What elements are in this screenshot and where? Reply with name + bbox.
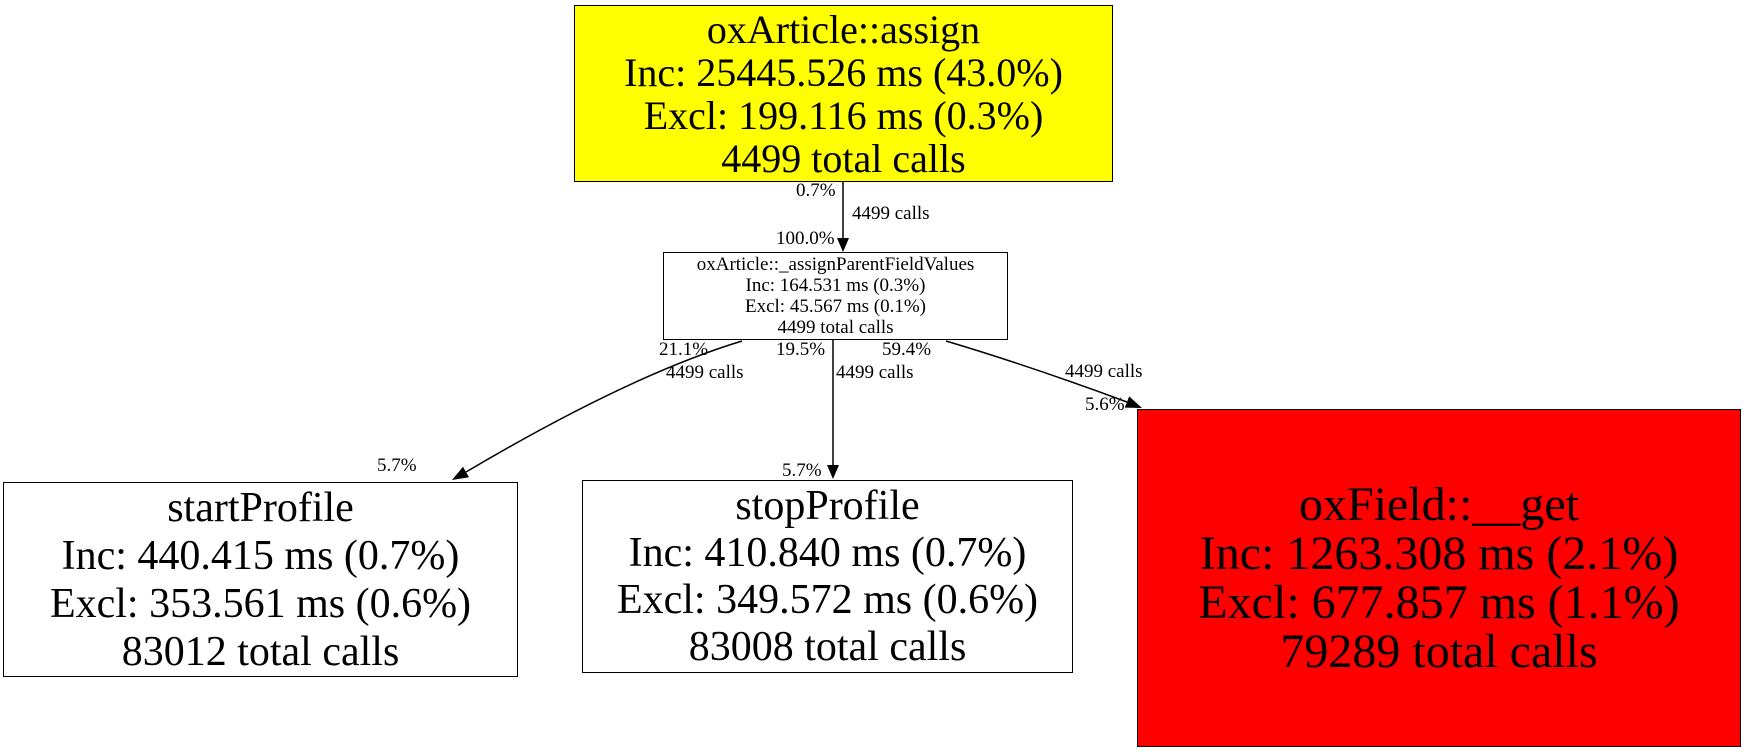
node-title: oxArticle::assign xyxy=(706,6,981,52)
node-title: oxField::__get xyxy=(1299,478,1579,531)
edge-parent-to-get xyxy=(945,340,1128,403)
node-title: startProfile xyxy=(167,484,354,531)
node-inclusive-time: Inc: 410.840 ms (0.7%) xyxy=(628,529,1027,576)
node-total-calls: 4499 total calls xyxy=(777,317,894,338)
node-stopprofile: stopProfile Inc: 410.840 ms (0.7%) Excl:… xyxy=(582,480,1073,673)
node-total-calls: 4499 total calls xyxy=(721,135,966,181)
arrowhead-icon xyxy=(452,466,469,480)
node-total-calls: 79289 total calls xyxy=(1280,625,1598,678)
edge-calls-label: 4499 calls xyxy=(1065,361,1143,382)
edge-tail-percent-label: 21.1% xyxy=(659,339,709,360)
edge-parent-to-start xyxy=(465,340,743,473)
node-exclusive-time: Excl: 349.572 ms (0.6%) xyxy=(616,576,1039,623)
node-exclusive-time: Excl: 199.116 ms (0.3%) xyxy=(643,92,1044,138)
node-exclusive-time: Excl: 677.857 ms (1.1%) xyxy=(1198,576,1680,629)
edge-tail-percent-label: 59.4% xyxy=(882,339,932,360)
node-oxfield-get: oxField::__get Inc: 1263.308 ms (2.1%) E… xyxy=(1137,409,1741,747)
edge-tail-percent-label: 19.5% xyxy=(776,339,826,360)
node-exclusive-time: Excl: 45.567 ms (0.1%) xyxy=(744,296,926,317)
edge-calls-label: 4499 calls xyxy=(836,362,914,383)
arrowhead-icon xyxy=(1124,396,1142,408)
arrowhead-icon xyxy=(827,465,839,479)
node-inclusive-time: Inc: 25445.526 ms (43.0%) xyxy=(624,49,1063,95)
node-inclusive-time: Inc: 440.415 ms (0.7%) xyxy=(61,532,460,579)
node-title: stopProfile xyxy=(735,482,920,529)
edge-head-percent-label: 5.7% xyxy=(377,455,417,476)
node-total-calls: 83008 total calls xyxy=(688,623,967,670)
node-exclusive-time: Excl: 353.561 ms (0.6%) xyxy=(49,580,472,627)
edge-calls-label: 4499 calls xyxy=(666,362,744,383)
edge-calls-label: 4499 calls xyxy=(852,203,930,224)
node-total-calls: 83012 total calls xyxy=(121,628,400,675)
edge-head-percent-label: 5.6% xyxy=(1085,394,1125,415)
node-oxarticle-assign: oxArticle::assign Inc: 25445.526 ms (43.… xyxy=(574,5,1113,182)
edge-tail-percent-label: 0.7% xyxy=(796,180,836,201)
node-startprofile: startProfile Inc: 440.415 ms (0.7%) Excl… xyxy=(3,482,518,677)
node-title: oxArticle::_assignParentFieldValues xyxy=(696,254,975,275)
node-inclusive-time: Inc: 164.531 ms (0.3%) xyxy=(745,275,926,296)
edge-head-percent-label: 5.7% xyxy=(782,460,822,481)
arrowhead-icon xyxy=(837,238,849,252)
node-oxarticle-assign-parent-field-values: oxArticle::_assignParentFieldValues Inc:… xyxy=(663,252,1008,340)
edge-head-percent-label: 100.0% xyxy=(776,228,835,249)
node-inclusive-time: Inc: 1263.308 ms (2.1%) xyxy=(1199,527,1679,580)
